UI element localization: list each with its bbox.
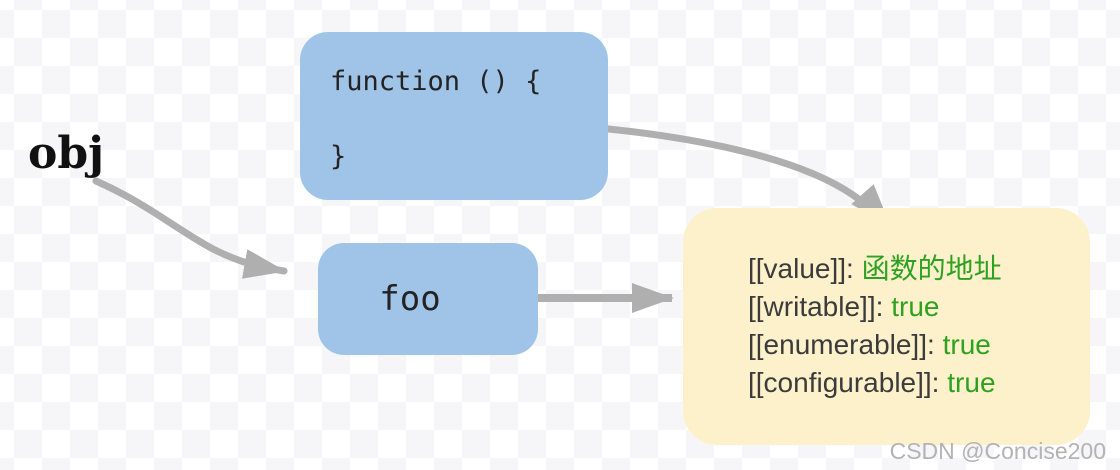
descriptor-value: true — [891, 291, 940, 322]
foo-box-label: foo — [379, 279, 441, 319]
descriptor-key: [[enumerable]]: — [748, 329, 935, 360]
obj-label: obj — [28, 128, 105, 179]
descriptor-line-enumerable: [[enumerable]]:true — [748, 326, 1080, 364]
descriptor-line-writable: [[writable]]:true — [748, 288, 1080, 326]
function-code-line1: function () { — [330, 66, 542, 97]
function-box: function () { } — [300, 32, 608, 200]
property-descriptor-box: [[value]]:函数的地址 [[writable]]:true [[enum… — [683, 208, 1090, 445]
descriptor-line-value: [[value]]:函数的地址 — [748, 250, 1080, 288]
descriptor-value: true — [942, 329, 991, 360]
foo-box: foo — [318, 243, 538, 355]
descriptor-key: [[value]]: — [748, 253, 854, 284]
function-code-line2: } — [330, 141, 347, 172]
descriptor-value: true — [947, 367, 996, 398]
descriptor-value: 函数的地址 — [861, 253, 1002, 284]
obj-to-foo-arrow — [92, 177, 288, 279]
descriptor-key: [[configurable]]: — [748, 367, 940, 398]
csdn-watermark: CSDN @Concise200 — [889, 438, 1106, 464]
descriptor-line-configurable: [[configurable]]:true — [748, 364, 1080, 402]
descriptor-key: [[writable]]: — [748, 291, 884, 322]
